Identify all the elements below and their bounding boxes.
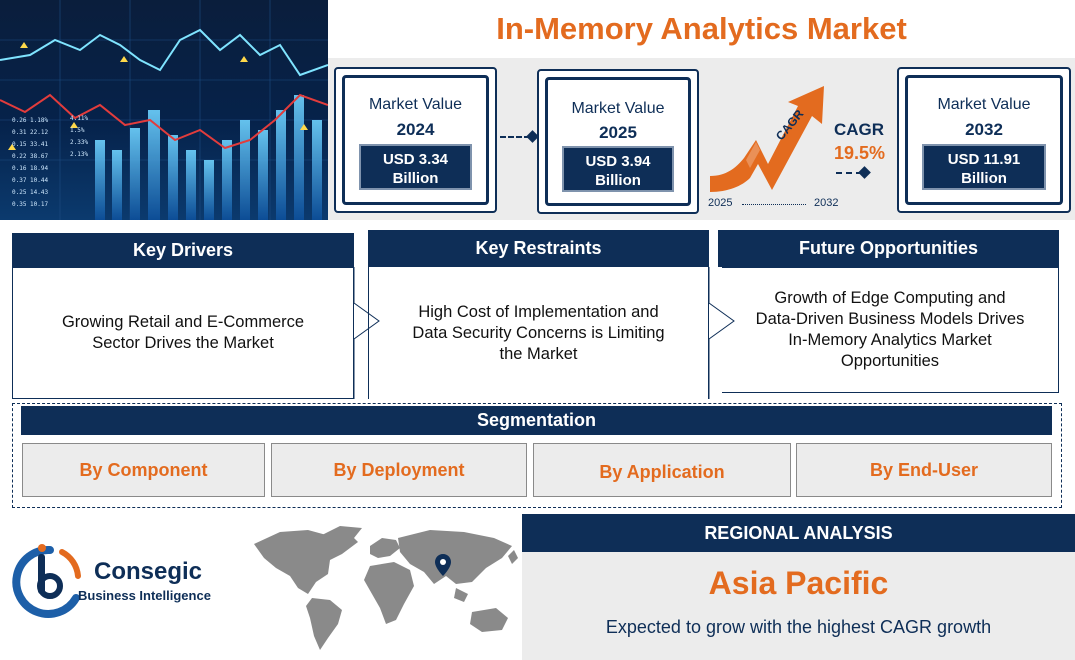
location-pin-icon xyxy=(435,554,451,576)
stock-chart-illustration: 0.26 1.18% 0.31 22.12 0.15 33.41 0.22 38.6… xyxy=(0,0,328,220)
svg-text:1.5%: 1.5% xyxy=(70,127,85,134)
future-opportunities-heading: Future Opportunities xyxy=(718,230,1059,267)
value-line-2: Billion xyxy=(961,170,1007,187)
timeline-connector xyxy=(500,136,530,138)
market-value-label: Market Value xyxy=(571,100,665,117)
svg-text:2.13%: 2.13% xyxy=(70,151,88,158)
timeline-connector xyxy=(836,172,862,174)
page-title: In-Memory Analytics Market xyxy=(496,11,907,46)
future-opportunities-text: Growth of Edge Computing and Data-Driven… xyxy=(722,267,1059,393)
cagr-end-year: 2032 xyxy=(814,197,839,209)
value-line-1: USD 3.34 xyxy=(382,151,449,168)
leading-region: Asia Pacific xyxy=(708,565,889,601)
regional-analysis-heading: REGIONAL ANALYSIS xyxy=(522,514,1075,552)
hero-stock-image: 0.26 1.18% 0.31 22.12 0.15 33.41 0.22 38.6… xyxy=(0,0,328,220)
cagr-label: CAGR xyxy=(834,120,885,139)
cagr-value: 19.5% xyxy=(834,143,886,163)
cagr-graphic: CAGR CAGR 19.5% 2025 2032 xyxy=(706,80,896,215)
world-map-image xyxy=(254,526,518,650)
segment-by-application: By Application xyxy=(533,443,791,497)
future-opportunities-description: Growth of Edge Computing and Data-Driven… xyxy=(755,289,1025,370)
value-line-2: Billion xyxy=(595,172,641,189)
logo-name: Consegic xyxy=(94,558,203,585)
cagr-arrow-icon xyxy=(710,86,824,192)
market-value-card-2025: Market Value 2025 USD 3.94 Billion xyxy=(537,69,699,214)
svg-text:0.37 10.44: 0.37 10.44 xyxy=(12,177,49,184)
svg-text:0.31 22.12: 0.31 22.12 xyxy=(12,129,49,136)
svg-text:0.26 1.18%: 0.26 1.18% xyxy=(12,117,49,124)
market-value-card-2032: Market Value 2032 USD 11.91 Billion xyxy=(897,67,1071,213)
cagr-timeline xyxy=(742,204,806,205)
svg-text:2.33%: 2.33% xyxy=(70,139,88,146)
market-value-card-2024: Market Value 2024 USD 3.34 Billion xyxy=(334,67,497,213)
market-value-amount: USD 11.91 Billion xyxy=(922,144,1046,190)
svg-text:0.35 10.17: 0.35 10.17 xyxy=(12,201,49,208)
market-value-label: Market Value xyxy=(368,96,463,113)
market-value-year: 2032 xyxy=(965,120,1003,139)
segment-by-deployment: By Deployment xyxy=(271,443,527,497)
cagr-start-year: 2025 xyxy=(708,197,733,209)
segmentation-section xyxy=(12,403,1062,508)
market-value-year: 2025 xyxy=(599,123,637,142)
chevron-right-icon xyxy=(708,267,735,399)
market-value-amount: USD 3.34 Billion xyxy=(359,144,472,190)
logo-subtitle: Business Intelligence xyxy=(78,588,211,603)
value-line-1: USD 3.94 xyxy=(585,153,651,170)
svg-text:0.15 33.41: 0.15 33.41 xyxy=(12,141,49,148)
market-value-amount: USD 3.94 Billion xyxy=(562,146,674,192)
key-restraints-description: High Cost of Implementation and Data Sec… xyxy=(412,302,665,363)
market-value-label: Market Value xyxy=(937,96,1031,113)
company-logo: Consegic Business Intelligence xyxy=(10,540,240,625)
value-line-1: USD 11.91 xyxy=(947,151,1021,168)
key-drivers-text: Growing Retail and E-Commerce Sector Dri… xyxy=(12,267,354,399)
svg-text:0.25 14.43: 0.25 14.43 xyxy=(12,189,49,196)
segment-by-end-user: By End-User xyxy=(796,443,1052,497)
key-restraints-heading: Key Restraints xyxy=(368,230,709,267)
key-drivers-heading: Key Drivers xyxy=(12,233,354,267)
chevron-right-icon xyxy=(353,267,380,399)
svg-text:4.11%: 4.11% xyxy=(70,115,88,122)
segment-by-component: By Component xyxy=(22,443,265,497)
svg-text:0.22 38.67: 0.22 38.67 xyxy=(12,153,49,160)
consegic-logo-icon xyxy=(12,544,81,618)
key-restraints-text: High Cost of Implementation and Data Sec… xyxy=(368,267,709,399)
market-value-year: 2024 xyxy=(396,120,435,139)
svg-text:0.16 18.94: 0.16 18.94 xyxy=(12,165,49,172)
value-line-2: Billion xyxy=(392,170,439,187)
key-drivers-description: Growing Retail and E-Commerce Sector Dri… xyxy=(61,313,305,352)
regional-description: Expected to grow with the highest CAGR g… xyxy=(605,617,992,637)
segmentation-heading: Segmentation xyxy=(21,406,1052,435)
